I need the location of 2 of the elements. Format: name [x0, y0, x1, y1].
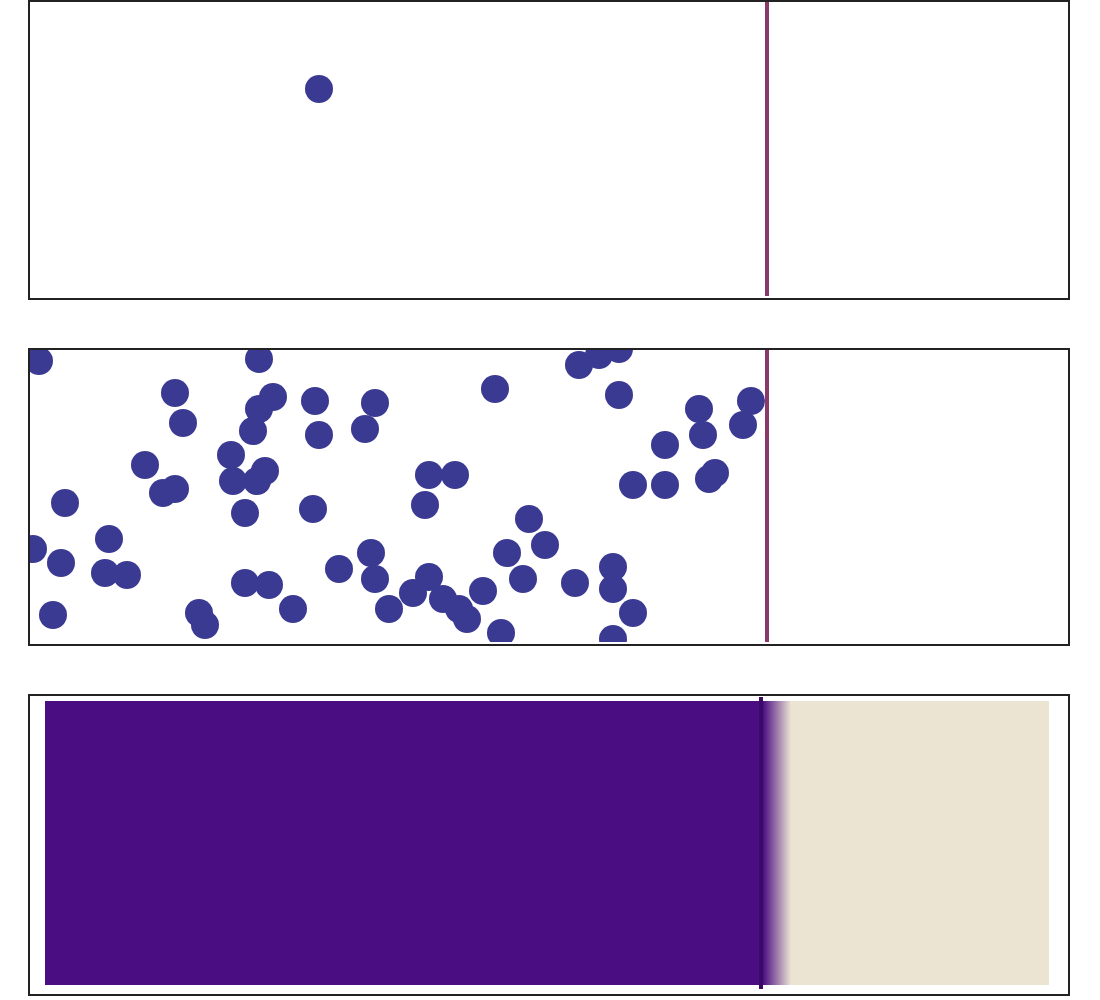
simulation-panel	[28, 0, 1070, 300]
simulation-panel	[28, 348, 1070, 646]
